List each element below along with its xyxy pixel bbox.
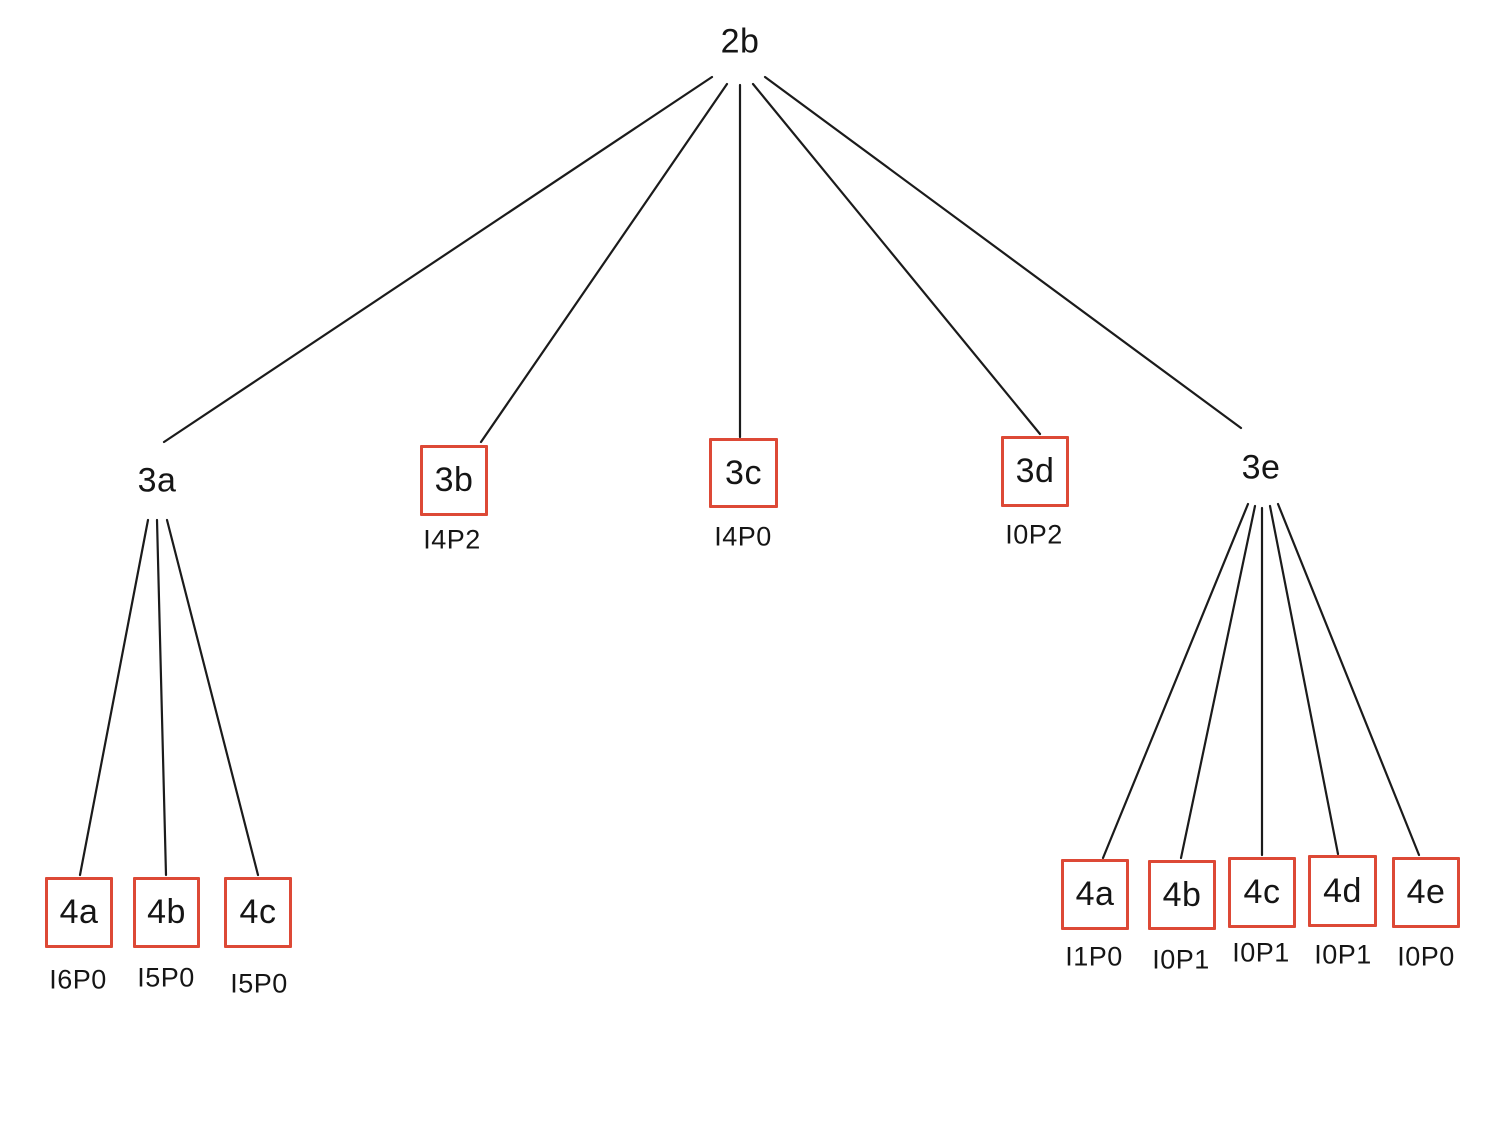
- sublabel-3e-4e: I0P0: [1397, 941, 1455, 972]
- node-3e-4a-label: 4a: [1075, 875, 1115, 913]
- sublabel-3e-4c: I0P1: [1232, 937, 1290, 968]
- node-3a: 3a: [137, 461, 177, 500]
- edge-2b-3a: [162, 75, 714, 444]
- node-3c-label: 3c: [725, 453, 762, 492]
- edge-3a-4c: [165, 518, 260, 877]
- node-2b: 2b: [720, 22, 760, 61]
- sublabel-3a-4a: I6P0: [49, 964, 107, 995]
- edge-2b-3e: [763, 75, 1243, 430]
- node-3e-4e-label: 4e: [1406, 873, 1446, 911]
- edge-3e-4e: [1276, 502, 1421, 857]
- node-3e-4c: 4c: [1228, 857, 1296, 928]
- edge-3e-4d: [1268, 504, 1340, 856]
- node-3d: 3d: [1001, 436, 1069, 507]
- node-3d-label: 3d: [1015, 452, 1055, 490]
- node-3e-4b: 4b: [1148, 860, 1216, 930]
- node-3e-4e: 4e: [1392, 857, 1460, 928]
- sublabel-3c: I4P0: [714, 521, 772, 552]
- sublabel-3e-4b: I0P1: [1152, 944, 1210, 975]
- node-3e-4a: 4a: [1061, 859, 1129, 930]
- sublabel-3b: I4P2: [423, 524, 481, 555]
- sublabel-3d: I0P2: [1005, 519, 1063, 550]
- node-3a-4b-label: 4b: [147, 893, 186, 931]
- node-3e-4b-label: 4b: [1162, 875, 1202, 914]
- edge-3e-4b: [1179, 504, 1257, 860]
- node-3a-4a-label: 4a: [59, 893, 99, 931]
- sublabel-3a-4b: I5P0: [137, 962, 195, 993]
- edge-2b-3b: [479, 82, 729, 444]
- node-3a-4c: 4c: [224, 877, 292, 948]
- sublabel-3e-4d: I0P1: [1314, 939, 1372, 970]
- node-3a-4b: 4b: [133, 877, 200, 948]
- node-3e: 3e: [1241, 448, 1281, 487]
- node-3e-4c-label: 4c: [1243, 873, 1281, 911]
- node-3e-4d-label: 4d: [1323, 871, 1362, 910]
- edge-3e-4a: [1101, 502, 1250, 860]
- node-3e-4d: 4d: [1308, 855, 1377, 927]
- sublabel-3a-4c: I5P0: [230, 968, 288, 999]
- sublabel-3e-4a: I1P0: [1065, 941, 1123, 972]
- edge-3a-4a: [78, 518, 150, 877]
- node-3a-4a: 4a: [45, 877, 113, 948]
- edge-2b-3d: [751, 82, 1042, 436]
- node-3b-label: 3b: [434, 461, 474, 499]
- node-3c: 3c: [709, 438, 778, 508]
- node-3b: 3b: [420, 445, 488, 516]
- node-3a-4c-label: 4c: [239, 893, 277, 931]
- edge-3a-4b: [155, 518, 168, 877]
